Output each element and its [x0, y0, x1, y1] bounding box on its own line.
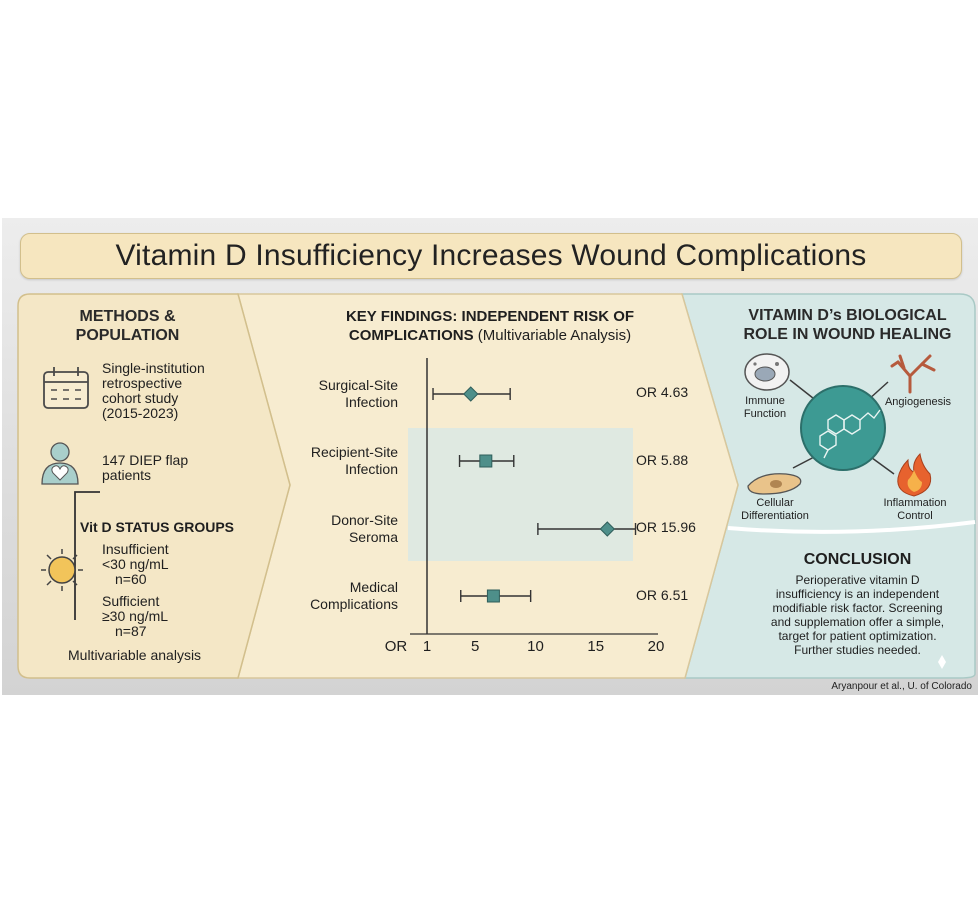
study-line: cohort study — [102, 390, 179, 406]
vessel-branch-icon — [890, 354, 936, 394]
sufficient-label: Sufficient — [102, 593, 160, 609]
cellular-line: Differentiation — [741, 510, 809, 522]
or-point-marker — [486, 589, 500, 603]
immune-line: Immune — [745, 395, 785, 407]
flame-icon — [897, 452, 932, 497]
conclusion-divider — [727, 520, 976, 534]
insufficient-group: Insufficient <30 ng/mL n=60 — [102, 542, 192, 587]
methods-heading-line1: METHODS & — [79, 308, 176, 325]
conclusion-line: target for patient optimization. — [778, 629, 937, 643]
row-label-recipient-site: Recipient-Site Infection — [278, 444, 398, 478]
row-label-line: Medical — [349, 579, 398, 595]
angiogenesis-label: Angiogenesis — [884, 396, 952, 408]
inflammation-line: Inflammation — [883, 497, 947, 509]
patients-line: patients — [102, 467, 152, 483]
x-tick-label: 5 — [471, 638, 480, 655]
highlight-band — [408, 428, 633, 561]
immune-line: Function — [743, 408, 787, 420]
insufficient-label: Insufficient — [102, 541, 169, 557]
findings-heading: KEY FINDINGS: INDEPENDENT RISK OF COMPLI… — [300, 307, 680, 345]
citation-credit: Aryanpour et al., U. of Colorado — [831, 681, 972, 692]
cell-icon — [747, 473, 802, 495]
or-value-label: OR 6.51 — [636, 587, 689, 603]
x-tick-label: 1 — [422, 638, 432, 655]
biology-panel — [680, 293, 976, 679]
row-label-line: Seroma — [348, 529, 398, 545]
study-line: retrospective — [102, 375, 183, 391]
x-tick-label: 10 — [527, 638, 544, 655]
row-label-medical: Medical Complications — [278, 579, 398, 613]
findings-heading-bold: COMPLICATIONS — [348, 327, 474, 344]
cellular-differentiation-label: Cellular Differentiation — [730, 497, 820, 523]
findings-heading-rest: (Multivariable Analysis) — [473, 327, 632, 344]
row-label-line: Recipient-Site — [310, 444, 398, 460]
inflammation-control-label: Inflammation Control — [870, 497, 960, 523]
patients-line: 147 DIEP flap — [102, 452, 189, 468]
row-label-donor-site: Donor-Site Seroma — [278, 512, 398, 546]
row-label-line: Donor-Site — [331, 512, 398, 528]
methods-heading-line2: POPULATION — [75, 327, 180, 344]
or-point-marker — [599, 521, 616, 537]
groups-heading: Vit D STATUS GROUPS — [80, 519, 235, 535]
insufficient-n: n=60 — [115, 571, 147, 587]
x-tick-label: 20 — [647, 638, 665, 655]
sufficient-n: n=87 — [115, 623, 147, 639]
biology-heading-line1: VITAMIN D’s BIOLOGICAL — [748, 307, 947, 324]
x-axis-label: OR — [384, 638, 408, 655]
or-value-label: OR 5.88 — [636, 452, 689, 468]
or-point-marker — [463, 386, 479, 402]
x-tick-label: 15 — [587, 638, 605, 655]
molecule-icon — [819, 409, 881, 459]
patient-count: 147 DIEP flap patients — [102, 453, 188, 483]
findings-heading-line1: KEY FINDINGS: INDEPENDENT RISK OF — [345, 308, 635, 325]
row-label-line: Infection — [345, 461, 398, 477]
insufficient-threshold: <30 ng/mL — [102, 556, 169, 572]
biology-heading: VITAMIN D’s BIOLOGICAL ROLE IN WOUND HEA… — [735, 306, 960, 344]
analysis-method: Multivariable analysis — [68, 647, 202, 663]
row-label-line: Complications — [310, 596, 398, 612]
conclusion-line: and supplemation offer a simple, — [770, 615, 945, 629]
patient-heart-icon — [41, 442, 79, 485]
conclusion-text: Perioperative vitamin D insufficiency is… — [735, 573, 980, 657]
immune-cell-icon — [744, 353, 790, 391]
sufficient-group: Sufficient ≥30 ng/mL n=87 — [102, 594, 192, 639]
or-value-label: OR 4.63 — [636, 384, 689, 400]
conclusion-line: Further studies needed. — [794, 643, 921, 657]
sparkle-icon — [938, 655, 946, 669]
or-value-label: OR 15.96 — [636, 519, 696, 535]
study-line: (2015-2023) — [102, 405, 179, 421]
immune-function-label: Immune Function — [735, 395, 795, 421]
study-design: Single-institution retrospective cohort … — [102, 361, 205, 421]
row-label-line: Infection — [345, 394, 398, 410]
sun-icon — [41, 549, 83, 591]
row-label-line: Surgical-Site — [318, 377, 398, 393]
calendar-icon — [43, 367, 89, 409]
page-title: Vitamin D Insufficiency Increases Wound … — [20, 233, 962, 279]
cellular-line: Cellular — [756, 497, 794, 509]
sufficient-threshold: ≥30 ng/mL — [102, 608, 169, 624]
conclusion-line: insufficiency is an independent — [775, 587, 940, 601]
methods-heading: METHODS & POPULATION — [40, 307, 215, 345]
row-label-surgical-site: Surgical-Site Infection — [278, 377, 398, 411]
biology-heading-line2: ROLE IN WOUND HEALING — [743, 326, 952, 343]
molecule-hub — [800, 385, 886, 471]
conclusion-heading: CONCLUSION — [803, 551, 912, 568]
study-line: Single-institution — [102, 360, 205, 376]
or-point-marker — [479, 454, 493, 468]
inflammation-line: Control — [897, 510, 933, 522]
conclusion-line: Perioperative vitamin D — [795, 573, 920, 587]
conclusion-line: modifiable risk factor. Screening — [772, 601, 943, 615]
